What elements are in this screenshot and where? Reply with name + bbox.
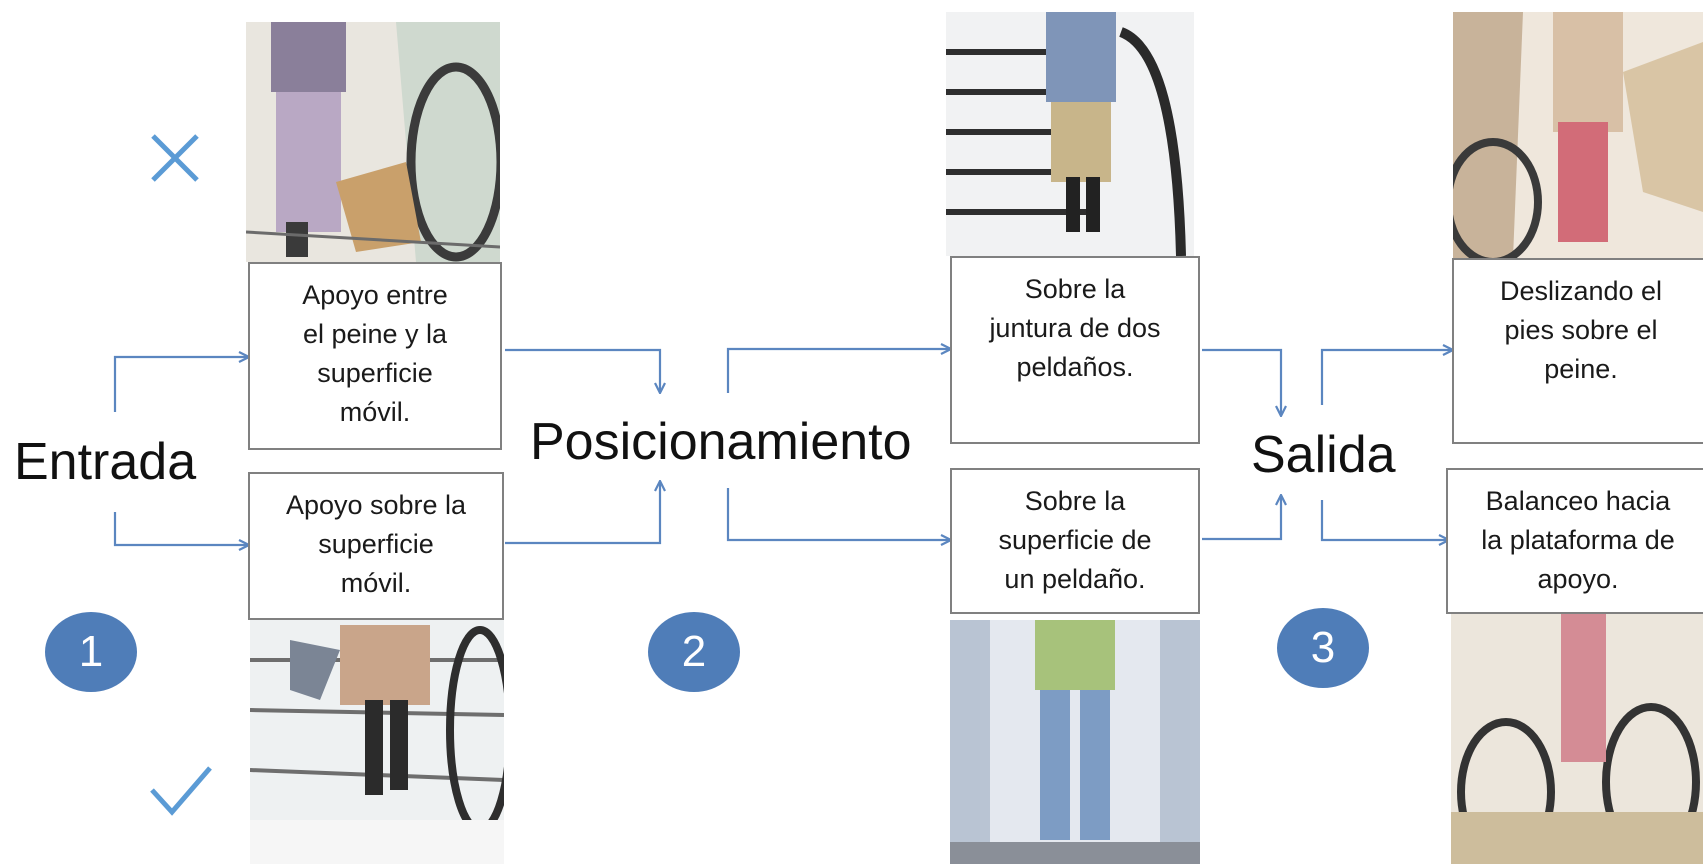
arrow-bottom-box-to-salida — [1202, 496, 1281, 541]
photo-posicionamiento-top — [946, 12, 1194, 256]
entrada-top-box: Apoyo entre el peine y la superficie móv… — [248, 262, 502, 450]
cross-icon — [145, 128, 205, 188]
posicionamiento-bottom-box: Sobre la superficie de un peldaño. — [950, 468, 1200, 614]
check-icon — [148, 762, 214, 818]
arrow-salida-to-top-box — [1320, 350, 1452, 405]
entrada-bottom-box: Apoyo sobre la superficie móvil. — [248, 472, 504, 620]
stage-entrada: Entrada — [14, 433, 197, 491]
step-badge-2: 2 — [648, 612, 740, 692]
step-badge-1: 1 — [45, 612, 137, 692]
photo-entrada-wrong — [246, 22, 500, 262]
arrow-salida-to-bottom-box — [1320, 500, 1448, 540]
salida-top-box: Deslizando el pies sobre el peine. — [1452, 258, 1703, 444]
arrow-entrada-to-top-box — [113, 357, 248, 412]
arrow-entrada-to-bottom-box — [113, 512, 248, 545]
photo-salida-top — [1453, 12, 1703, 258]
photo-posicionamiento-bottom — [950, 620, 1200, 864]
salida-bottom-box: Balanceo hacia la plataforma de apoyo. — [1446, 468, 1703, 614]
arrow-posicionamiento-to-bottom-box — [726, 488, 950, 540]
arrow-top-box-to-salida — [1202, 348, 1281, 415]
arrow-top-box-to-posicionamiento — [505, 348, 660, 392]
photo-entrada-right — [250, 620, 504, 864]
stage-posicionamiento: Posicionamiento — [530, 413, 912, 471]
arrow-bottom-box-to-posicionamiento — [505, 482, 660, 545]
step-badge-3: 3 — [1277, 608, 1369, 688]
photo-salida-bottom — [1451, 612, 1703, 864]
posicionamiento-top-box: Sobre la juntura de dos peldaños. — [950, 256, 1200, 444]
arrow-posicionamiento-to-top-box — [726, 349, 950, 393]
stage-salida: Salida — [1251, 426, 1396, 484]
